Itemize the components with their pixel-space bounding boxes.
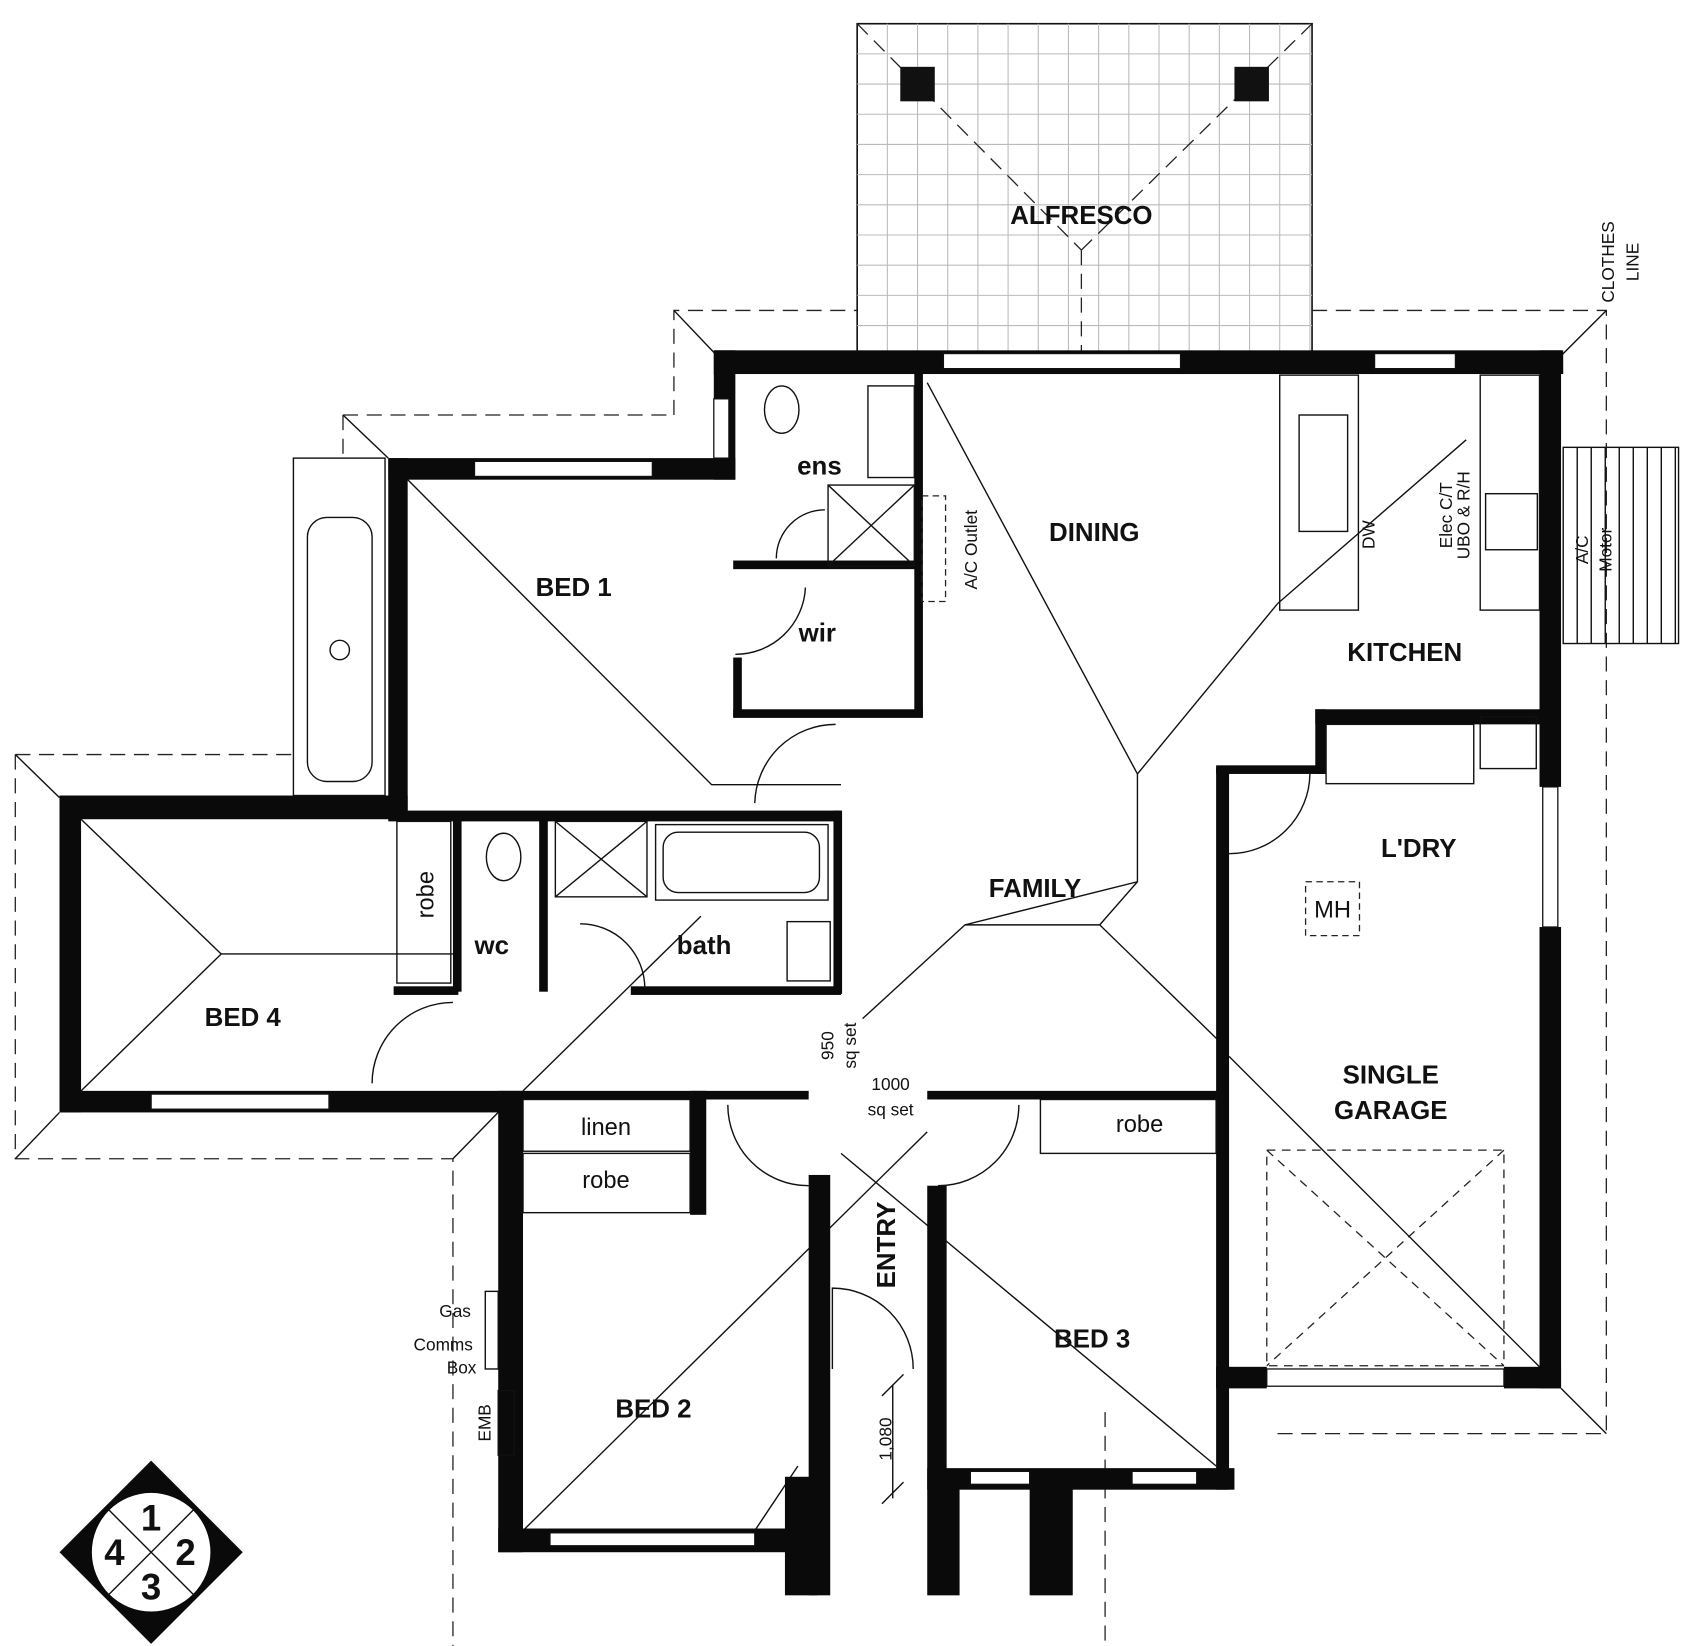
note-elec: UBO & R/H [1453,471,1473,559]
note-comms-box: Box [447,1357,477,1377]
note-ac-outlet: A/C Outlet [961,510,981,590]
cooktop-icon [1484,492,1539,551]
note-950-sq-set: sq set [840,1022,860,1068]
windows [150,352,1559,1547]
label-garage-1: SINGLE [1343,1061,1439,1089]
label-kitchen: KITCHEN [1347,639,1462,667]
fixtures [292,374,1680,1505]
alfresco-post [1234,66,1269,102]
label-laundry: L'DRY [1381,835,1457,863]
note-gas: Gas [439,1301,471,1321]
label-entry: ENTRY [873,1202,901,1289]
note-emb: EMB [475,1404,495,1441]
label-family: FAMILY [989,875,1081,903]
compass-4: 4 [104,1532,125,1573]
ceiling-lines [80,382,1543,1532]
kitchen-bench [1279,374,1360,611]
note-950-sq-set: 950 [817,1031,837,1060]
label-robe-bed2: robe [582,1168,629,1194]
label-alfresco: ALFRESCO [1010,202,1152,230]
orientation-compass: 1 2 3 4 [59,1460,243,1644]
label-bed3: BED 3 [1054,1325,1130,1353]
dimension-1080: 1,080 [876,1417,896,1460]
note-mh: MH [1314,897,1351,923]
label-wc: wc [474,932,509,960]
label-bed2: BED 2 [615,1395,691,1423]
note-comms-box: Comms [414,1335,473,1355]
toilet-icon [763,385,800,435]
roof-outline [14,309,1607,1646]
label-ens: ens [797,452,842,480]
note-clothes-line: LINE [1623,243,1643,281]
walls [59,350,1564,1596]
label-robe-bed3: robe [1116,1112,1163,1138]
label-dining: DINING [1049,519,1140,547]
bathtub-bed1-side [292,457,386,797]
label-bed1: BED 1 [536,574,612,602]
label-robe-bed4: robe [414,871,440,918]
label-wir: wir [798,619,836,647]
note-clothes-line: CLOTHES [1598,221,1618,302]
label-bed4: BED 4 [205,1004,282,1032]
alfresco-area [856,22,1313,354]
note-ac-motor: A/C [1572,535,1592,564]
alfresco-post [900,66,935,102]
label-linen: linen [581,1115,631,1141]
annotations: CLOTHES LINE A/C Outlet DW Elec C/T UBO … [414,221,1643,1460]
note-ac-motor: Motor [1596,527,1616,571]
compass-1: 1 [141,1498,161,1539]
room-labels: ALFRESCO ens DINING BED 1 wir KITCHEN L'… [205,202,1463,1423]
note-elec: Elec C/T [1436,482,1456,549]
note-1000-sq-set: 1000 [871,1074,909,1094]
label-bath: bath [677,932,732,960]
compass-3: 3 [141,1567,161,1608]
compass-2: 2 [175,1532,195,1573]
toilet-icon [485,832,522,882]
label-garage-2: GARAGE [1334,1097,1448,1125]
bathtub [654,823,829,901]
note-1000-sq-set: sq set [868,1100,914,1120]
note-dw: DW [1359,520,1379,549]
